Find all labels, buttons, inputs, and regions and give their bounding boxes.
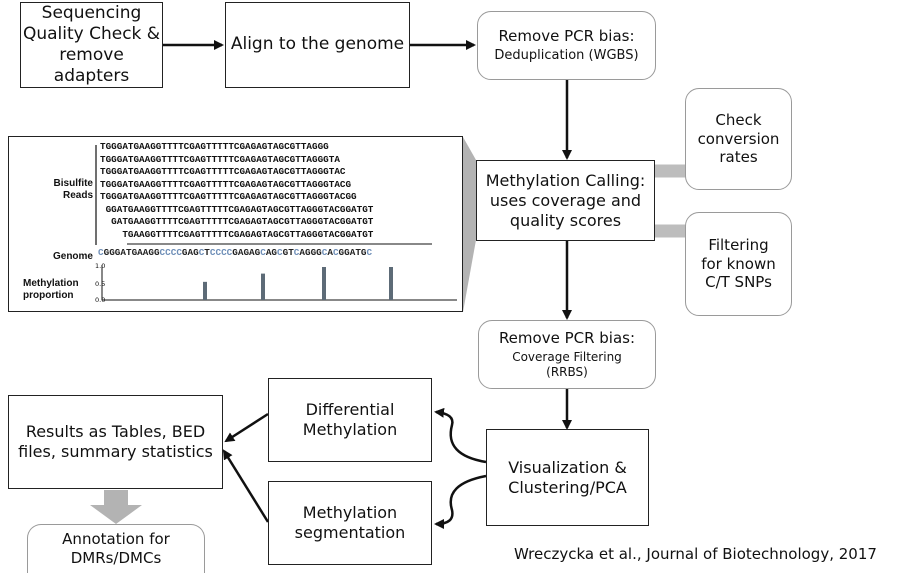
bisulfite-read: TGAAGGTTTTCGAGTTTTTCGAGAGTAGCGTTAGGGTACG… [100, 228, 374, 240]
bisulfite-read: TGGGATGAAGGTTTTCGAGTTTTTCGAGAGTAGCGTTAGG… [100, 141, 329, 152]
methylation-proportion-label: Methylation proportion [23, 278, 79, 301]
tick-label-1: 1.0 [95, 262, 106, 270]
methylation-bar [203, 281, 207, 300]
arrow-viz-to-seg [434, 474, 487, 529]
genome-label: Genome [52, 251, 93, 262]
arrow-results-to-annotation [90, 490, 142, 524]
bisulfite-read: GGATGAAGGTTTTCGAGTTTTTCGAGAGTAGCGTTAGGGT… [100, 203, 374, 215]
node-filter-snps: Filtering for known C/T SNPs [685, 212, 792, 316]
node-check-conversion-label: Check conversion rates [697, 110, 780, 167]
bisulfite-read: TGGGATGAAGGTTTTCGAGTTTTTCGAGAGTAGCGTTAGG… [100, 178, 352, 190]
bisulfite-reads-label: Bisulfite Reads [53, 178, 93, 201]
node-differential-methylation-label: Differential Methylation [302, 400, 398, 439]
node-align-genome: Align to the genome [225, 2, 410, 88]
inset-graphics [95, 145, 457, 301]
node-sequencing-qc-label: Sequencing Quality Check & remove adapte… [22, 2, 161, 87]
node-results-label: Results as Tables, BED files, summary st… [18, 422, 213, 461]
bisulfite-read: GATGAAGGTTTTCGAGTTTTTCGAGAGTAGCGTTAGGGTA… [100, 216, 374, 227]
methylation-bar [389, 267, 393, 300]
node-methylation-calling-label: Methylation Calling: uses coverage and q… [485, 170, 646, 230]
arrow-diff-to-results [224, 412, 269, 443]
tick-label-0-5: 0.5 [95, 280, 106, 288]
citation: Wreczycka et al., Journal of Biotechnolo… [514, 545, 877, 563]
methylation-bar [322, 267, 326, 300]
zoom-wedge [463, 137, 476, 312]
node-annotation-label: Annotation for DMRs/DMCs [62, 530, 170, 567]
arrow-viz-to-diff [434, 407, 487, 464]
node-check-conversion: Check conversion rates [685, 88, 792, 190]
node-remove-pcr-dedup-title: Remove PCR bias: [498, 26, 635, 45]
node-align-genome-label: Align to the genome [230, 34, 405, 55]
arrow-seg-to-results [222, 449, 270, 523]
genome-sequence: CGGGATGAAGGCCCCGAGCTCCCCGAGAGCAGCGTCAGGG… [98, 247, 373, 258]
node-methylation-calling: Methylation Calling: uses coverage and q… [476, 160, 655, 241]
node-methylation-segmentation: Methylation segmentation [268, 481, 432, 565]
node-remove-pcr-coverage: Remove PCR bias: Coverage Filtering (RRB… [478, 320, 656, 389]
node-sequencing-qc: Sequencing Quality Check & remove adapte… [20, 2, 163, 88]
node-methylation-segmentation-label: Methylation segmentation [294, 503, 406, 542]
node-filter-snps-label: Filtering for known C/T SNPs [701, 235, 776, 292]
bisulfite-read: TGGGATGAAGGTTTTCGAGTTTTTCGAGAGTAGCGTTAGG… [100, 166, 346, 177]
bisulfite-read: TGGGATGAAGGTTTTCGAGTTTTTCGAGAGTAGCGTTAGG… [100, 153, 340, 165]
node-visualization-label: Visualization & Clustering/PCA [508, 457, 627, 497]
node-remove-pcr-coverage-title: Remove PCR bias: [498, 328, 636, 347]
node-annotation: Annotation for DMRs/DMCs [27, 524, 205, 573]
node-results: Results as Tables, BED files, summary st… [8, 395, 223, 489]
node-visualization: Visualization & Clustering/PCA [486, 429, 649, 526]
node-differential-methylation: Differential Methylation [268, 378, 432, 462]
methylation-bar [261, 273, 265, 300]
tick-label-0: 0.0 [95, 296, 106, 304]
node-remove-pcr-dedup-sub: Deduplication (WGBS) [494, 48, 639, 64]
bisulfite-inset-panel: Bisulfite Reads Genome Methylation propo… [8, 136, 463, 312]
node-remove-pcr-coverage-sub: Coverage Filtering (RRBS) [512, 350, 622, 380]
node-remove-pcr-dedup: Remove PCR bias: Deduplication (WGBS) [477, 11, 656, 80]
bisulfite-read: TGGGATGAAGGTTTTCGAGTTTTTCGAGAGTAGCGTTAGG… [100, 191, 357, 202]
